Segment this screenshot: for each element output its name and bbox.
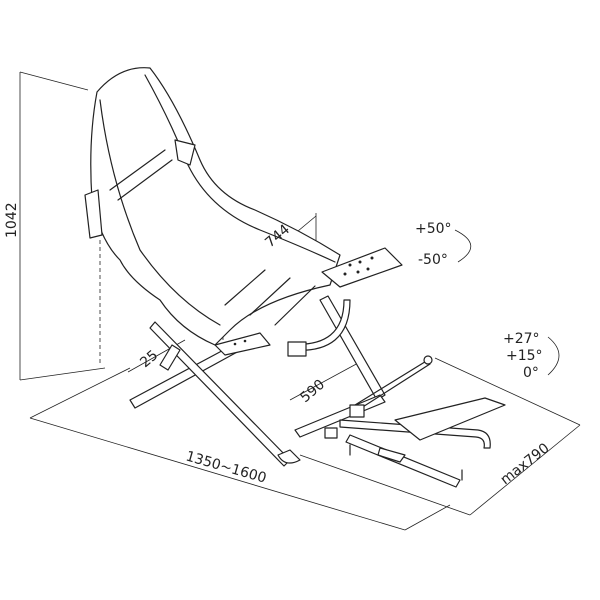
length-dimension-lines [29,367,451,531]
wheel-angle-max: +50° [415,221,452,237]
seat [84,67,341,346]
height-dimension-lines [19,71,106,381]
pedal-angle-min: 0° [523,365,539,381]
wheel-angle-min: -50° [418,252,448,268]
pedal-angle-max: +27° [503,331,540,347]
pedal-reach-label: 590 [297,377,328,406]
pedal-dimension-line [289,361,361,401]
offset-label: 25 [137,347,161,371]
width-label: max790 [498,440,553,488]
height-label: 1042 [4,202,20,238]
pedal-rotate-arrow-icon [547,336,560,376]
wheel-plate [321,247,403,288]
shifter-plate [214,332,271,356]
width-dimension-lines [299,357,581,516]
wheel-rotate-arrow-icon [454,229,472,263]
pedal-plate [377,397,506,463]
pedal-angle-mid: +15° [506,348,543,364]
